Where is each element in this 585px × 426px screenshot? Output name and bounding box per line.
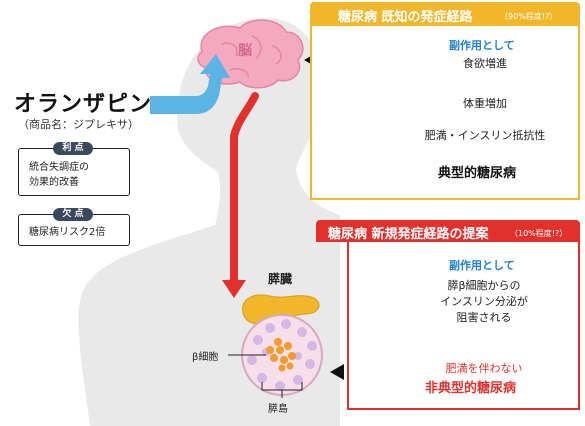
known-path-title: 糖尿病 既知の発症経路: [338, 10, 473, 25]
new-result: 非典型的糖尿病: [425, 381, 517, 396]
drug-arrow: [150, 54, 230, 114]
known-path-box: [310, 26, 580, 200]
new-path-header: 糖尿病 新規発症経路の提案 （10%程度!?）: [316, 220, 580, 242]
cons-text: 糖尿病リスク2倍: [29, 227, 106, 238]
known-step-weight: 体重増加: [463, 97, 507, 110]
pros-line2: 効果的改善: [29, 177, 79, 188]
known-path-note: （90%程度!?）: [500, 12, 558, 21]
known-side-effect-heading: 副作用として: [449, 39, 515, 52]
brain-label: 脳: [238, 43, 252, 59]
known-step-obesity: 肥満・インスリン抵抗性: [424, 129, 546, 142]
red-pathway-arrowhead: [222, 280, 246, 298]
new-path-note: （10%程度!?）: [510, 229, 568, 238]
pros-tag: 利 点: [53, 142, 93, 155]
drug-brand: （商品名：ジプレキサ）: [18, 118, 139, 131]
red-pathway: [230, 92, 259, 286]
islet-bracket: [261, 382, 303, 398]
new-step-beta-cell: 膵β細胞からの: [447, 279, 521, 292]
drug-name: オランザピン: [14, 92, 153, 117]
new-step-insulin: インスリン分泌が: [440, 295, 528, 308]
known-path-header: 糖尿病 既知の発症経路 （90%程度!?）: [310, 2, 580, 26]
pros-panel: 利 点 統合失調症の 効果的改善: [18, 142, 130, 196]
pancreas-label: 膵臓: [268, 272, 293, 286]
islet-diagram: [241, 314, 323, 396]
pros-line1: 統合失調症の: [29, 162, 89, 173]
beta-cell-label: β細胞: [192, 352, 219, 363]
islet-label: 膵島: [268, 404, 288, 415]
new-side-effect-heading: 副作用として: [449, 259, 515, 272]
new-no-obesity: 肥満を伴わない: [445, 362, 523, 375]
new-path-title: 糖尿病 新規発症経路の提案: [328, 227, 489, 242]
known-step-appetite: 食欲増進: [463, 57, 507, 70]
new-path-box: [347, 242, 580, 410]
new-step-inhibited: 阻害される: [456, 311, 512, 324]
known-result: 典型的糖尿病: [438, 166, 517, 181]
new-path-pointer: [330, 364, 344, 380]
cons-tag: 欠 点: [53, 208, 93, 221]
cons-panel: 欠 点 糖尿病リスク2倍: [18, 208, 130, 246]
